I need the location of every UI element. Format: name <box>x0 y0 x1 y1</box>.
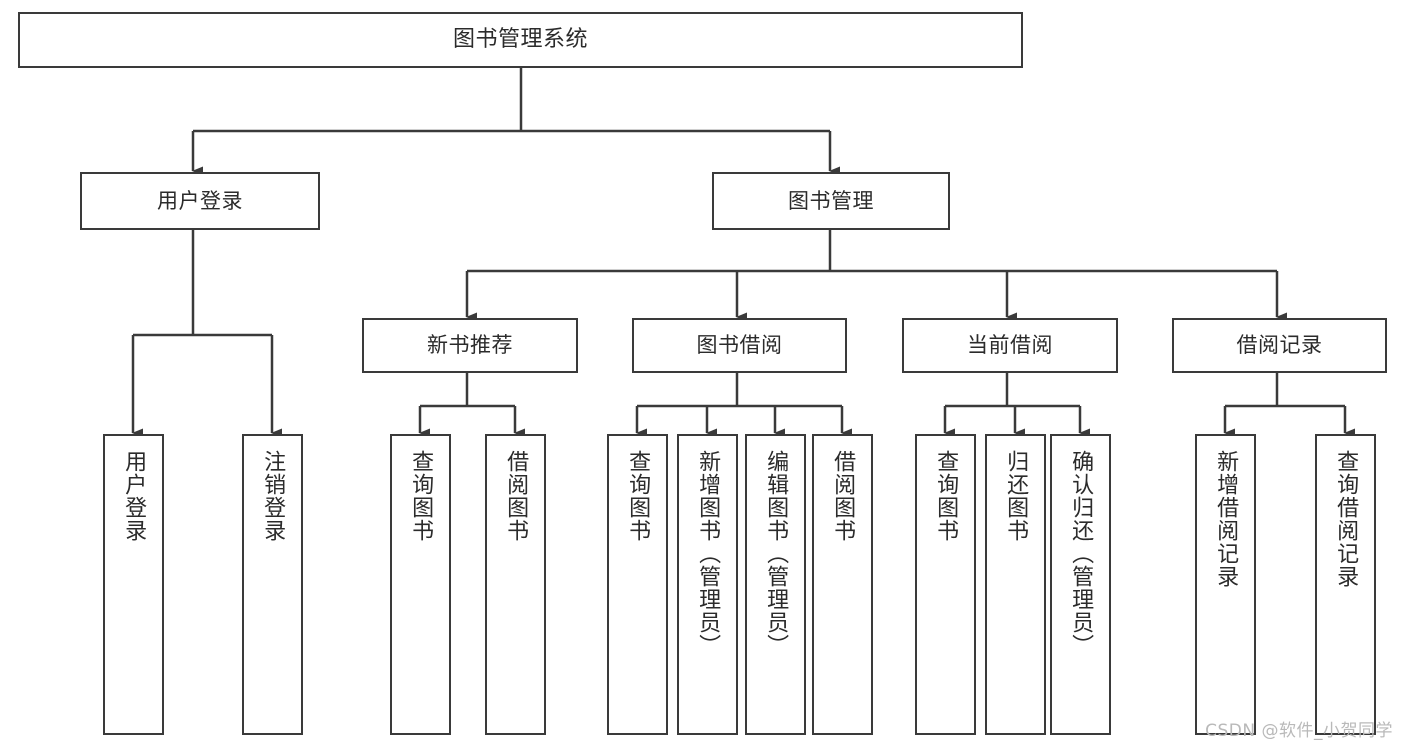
node-label: 查询借阅记录 <box>1333 450 1359 588</box>
node-label: 图书借阅 <box>696 333 783 357</box>
csdn-watermark: CSDN @软件_小贺同学 <box>1205 721 1393 741</box>
node-label: 查询图书 <box>933 450 959 542</box>
node-label: 用户登录 <box>157 188 243 213</box>
node-label: 新增图书（管理员） <box>695 450 721 657</box>
node-leaf-query-borrow-record[interactable]: 查询借阅记录 <box>1315 434 1376 735</box>
node-leaf-borrow-book[interactable]: 借阅图书 <box>812 434 873 735</box>
node-label: 用户登录 <box>121 450 147 542</box>
node-root-system[interactable]: 图书管理系统 <box>18 12 1023 68</box>
node-label: 借阅图书 <box>830 450 856 542</box>
node-leaf-query-book-borrow[interactable]: 查询图书 <box>607 434 668 735</box>
node-label: 图书管理系统 <box>452 27 588 52</box>
node-book-borrow[interactable]: 图书借阅 <box>632 318 847 373</box>
node-label: 图书管理 <box>788 188 874 213</box>
node-user-login[interactable]: 用户登录 <box>80 172 320 230</box>
node-label: 当前借阅 <box>967 333 1053 357</box>
node-leaf-borrow-book-recommend[interactable]: 借阅图书 <box>485 434 546 735</box>
node-label: 注销登录 <box>260 450 286 542</box>
node-new-book-recommend[interactable]: 新书推荐 <box>362 318 578 373</box>
node-label: 新书推荐 <box>427 333 513 357</box>
node-leaf-user-logout[interactable]: 注销登录 <box>242 434 303 735</box>
node-label: 借阅图书 <box>503 450 529 542</box>
node-borrow-record[interactable]: 借阅记录 <box>1172 318 1387 373</box>
node-leaf-confirm-return-admin[interactable]: 确认归还（管理员） <box>1050 434 1111 735</box>
node-label: 查询图书 <box>625 450 651 542</box>
connector-lines <box>131 68 1355 438</box>
node-label: 新增借阅记录 <box>1213 450 1239 588</box>
node-leaf-add-borrow-record[interactable]: 新增借阅记录 <box>1195 434 1256 735</box>
node-book-management[interactable]: 图书管理 <box>712 172 950 230</box>
node-leaf-user-login[interactable]: 用户登录 <box>103 434 164 735</box>
node-label: 借阅记录 <box>1236 333 1323 357</box>
node-label: 确认归还（管理员） <box>1068 450 1094 657</box>
node-leaf-edit-book-admin[interactable]: 编辑图书（管理员） <box>745 434 806 735</box>
node-label: 编辑图书（管理员） <box>763 450 789 657</box>
node-label: 归还图书 <box>1003 450 1029 542</box>
node-current-borrow[interactable]: 当前借阅 <box>902 318 1118 373</box>
node-leaf-add-book-admin[interactable]: 新增图书（管理员） <box>677 434 738 735</box>
node-label: 查询图书 <box>408 450 434 542</box>
node-leaf-query-book-recommend[interactable]: 查询图书 <box>390 434 451 735</box>
node-leaf-return-book[interactable]: 归还图书 <box>985 434 1046 735</box>
node-leaf-query-book-current[interactable]: 查询图书 <box>915 434 976 735</box>
